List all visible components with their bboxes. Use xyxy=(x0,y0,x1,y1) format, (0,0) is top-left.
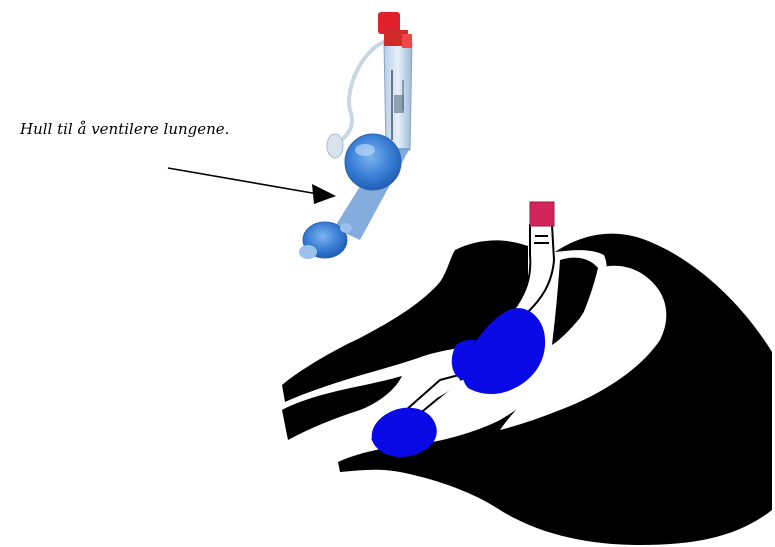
annotation-label: Hull til å ventilere lungene. xyxy=(20,118,270,140)
tube-tip xyxy=(530,202,554,226)
